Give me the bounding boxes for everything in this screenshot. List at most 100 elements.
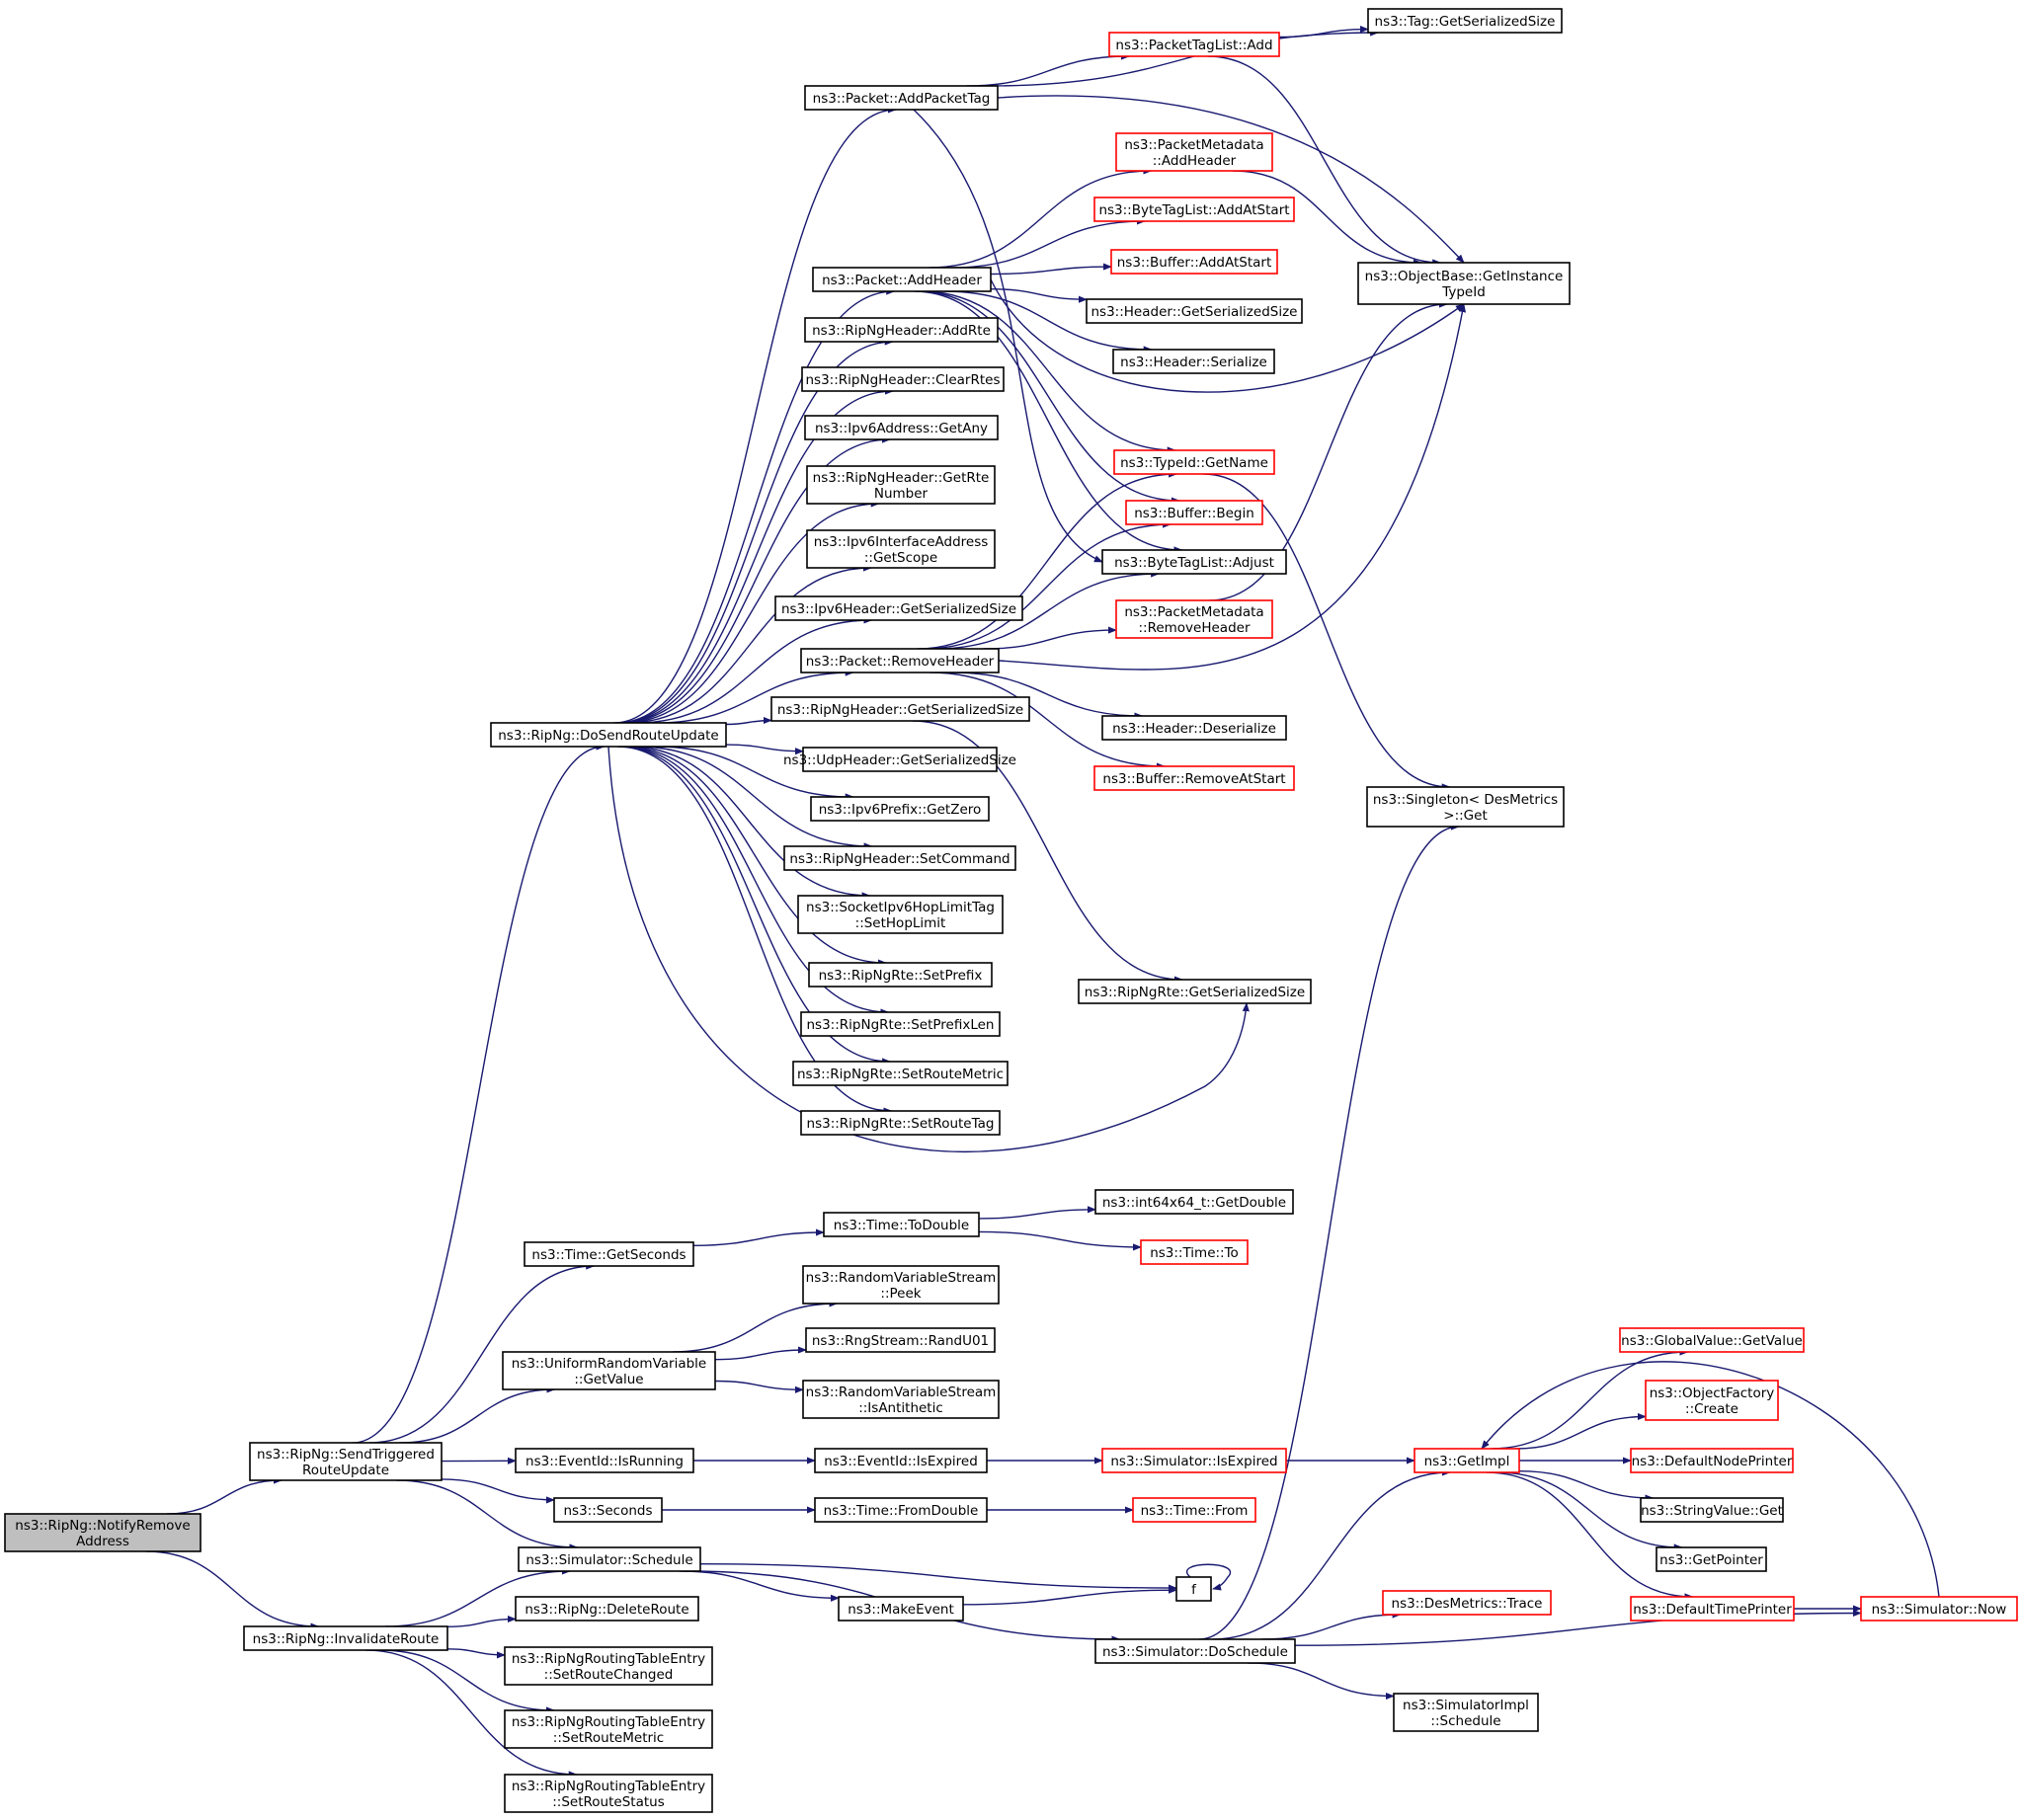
function-node[interactable]: ns3::RandomVariableStream::IsAntithetic — [802, 1380, 1000, 1419]
function-node[interactable]: ns3::ObjectFactory::Create — [1645, 1380, 1779, 1421]
function-node[interactable]: ns3::Seconds — [553, 1497, 663, 1523]
function-node[interactable]: ns3::RipNgRte::SetPrefix — [808, 962, 993, 988]
function-node[interactable]: ns3::DefaultNodePrinter — [1630, 1448, 1794, 1473]
function-node[interactable]: ns3::RipNgHeader::GetSerializedSize — [770, 696, 1030, 722]
function-node[interactable]: ns3::GetImpl — [1414, 1448, 1520, 1473]
call-edge — [943, 290, 1153, 354]
function-node[interactable]: ns3::RngStream::RandU01 — [805, 1327, 996, 1353]
call-edge — [978, 1206, 1096, 1220]
function-node[interactable]: ns3::Header::Serialize — [1112, 349, 1275, 374]
node-box — [1093, 765, 1295, 791]
function-node[interactable]: ns3::TypeId::GetName — [1113, 449, 1275, 475]
function-node[interactable]: ns3::PacketMetadata::RemoveHeader — [1115, 599, 1273, 639]
node-box — [805, 1327, 996, 1353]
function-node[interactable]: ns3::UniformRandomVariable::GetValue — [502, 1351, 716, 1390]
function-node[interactable]: ns3::MakeEvent — [838, 1596, 964, 1622]
node-label: ns3::Ipv6Address::GetAny — [815, 421, 988, 436]
function-node[interactable]: ns3::Time::ToDouble — [823, 1212, 980, 1237]
node-label: ns3::GetImpl — [1424, 1454, 1510, 1469]
function-node[interactable]: ns3::RipNgHeader::AddRte — [804, 317, 999, 343]
function-node[interactable]: ns3::RipNgRte::SetRouteMetric — [792, 1061, 1009, 1086]
function-node[interactable]: ns3::RipNgRte::SetRouteTag — [800, 1110, 1001, 1136]
function-node[interactable]: ns3::DesMetrics::Trace — [1382, 1590, 1552, 1616]
function-node[interactable]: ns3::Header::Deserialize — [1101, 715, 1287, 741]
node-label: ::GetScope — [864, 550, 937, 566]
function-node[interactable]: ns3::RipNgHeader::ClearRtes — [801, 366, 1005, 392]
function-node[interactable]: ns3::RipNgRoutingTableEntry::SetRouteMet… — [504, 1709, 713, 1749]
function-node[interactable]: ns3::UdpHeader::GetSerializedSize — [783, 747, 1016, 772]
node-label: ns3::RipNg::SendTriggered — [257, 1447, 435, 1463]
function-node[interactable]: ns3::StringValue::Get — [1640, 1497, 1784, 1523]
call-edge — [997, 95, 1465, 264]
function-node[interactable]: ns3::RipNg::DoSendRouteUpdate — [490, 722, 727, 748]
function-node[interactable]: ns3::Ipv6Address::GetAny — [804, 415, 999, 440]
function-node[interactable]: ns3::Header::GetSerializedSize — [1086, 298, 1303, 324]
call-edge — [616, 746, 893, 1115]
node-box — [504, 1646, 713, 1686]
node-box — [800, 648, 1000, 673]
function-node[interactable]: ns3::Tag::GetSerializedSize — [1367, 8, 1563, 34]
function-node[interactable]: ns3::ByteTagList::AddAtStart — [1093, 197, 1295, 222]
call-edge — [1209, 300, 1448, 601]
function-node[interactable]: ns3::Time::From — [1132, 1497, 1256, 1523]
function-node[interactable]: ns3::RipNgRte::GetSerializedSize — [1078, 979, 1312, 1004]
function-node[interactable]: ns3::int64x64_t::GetDouble — [1094, 1189, 1294, 1215]
function-node[interactable]: ns3::Simulator::IsExpired — [1101, 1448, 1287, 1473]
function-node[interactable]: ns3::ByteTagList::Adjust — [1101, 549, 1287, 575]
function-node[interactable]: ns3::Buffer::Begin — [1125, 500, 1263, 525]
node-label: ns3::Simulator::DoSchedule — [1102, 1644, 1288, 1660]
function-node[interactable]: ns3::Time::GetSeconds — [524, 1241, 694, 1267]
function-node[interactable]: ns3::SimulatorImpl::Schedule — [1393, 1693, 1539, 1732]
call-edge — [1198, 823, 1460, 1640]
call-edge — [1481, 1361, 1940, 1598]
function-node[interactable]: ns3::Ipv6InterfaceAddress::GetScope — [806, 529, 996, 569]
function-node[interactable]: ns3::Singleton< DesMetrics >::Get — [1366, 786, 1565, 828]
node-box — [1101, 715, 1287, 741]
function-node[interactable]: ns3::RandomVariableStream::Peek — [802, 1265, 1000, 1305]
function-node[interactable]: ns3::Packet::RemoveHeader — [800, 648, 1000, 673]
function-node[interactable]: ns3::RipNgRte::SetPrefixLen — [800, 1011, 1001, 1037]
function-node[interactable]: ns3::Time::FromDouble — [814, 1497, 988, 1523]
function-node[interactable]: ns3::RipNgRoutingTableEntry::SetRouteSta… — [504, 1774, 713, 1813]
call-edge — [446, 1648, 506, 1659]
function-node[interactable]: ns3::Simulator::Now — [1860, 1596, 2018, 1622]
function-node[interactable]: ns3::GlobalValue::GetValue — [1619, 1327, 1805, 1353]
function-node[interactable]: ns3::EventId::IsExpired — [814, 1448, 988, 1473]
function-node[interactable]: ns3::GetPointer — [1656, 1546, 1767, 1572]
node-box — [1115, 599, 1273, 639]
function-node[interactable]: ns3::Simulator::Schedule — [518, 1546, 701, 1572]
function-node[interactable]: ns3::PacketMetadata::AddHeader — [1115, 132, 1273, 172]
node-label: ns3::StringValue::Get — [1641, 1503, 1783, 1519]
node-box — [1112, 349, 1275, 374]
function-node[interactable]: ns3::SocketIpv6HopLimitTag::SetHopLimit — [797, 895, 1004, 934]
function-node[interactable]: ns3::DefaultTimePrinter — [1630, 1596, 1795, 1622]
function-node[interactable]: f — [1175, 1576, 1212, 1602]
function-node[interactable]: ns3::PacketTagList::Add — [1108, 32, 1280, 57]
function-node[interactable]: ns3::RipNg::DeleteRoute — [515, 1596, 699, 1622]
function-node[interactable]: ns3::Packet::AddPacketTag — [804, 85, 999, 111]
function-node[interactable]: ns3::Buffer::AddAtStart — [1110, 249, 1278, 275]
node-box — [524, 1241, 694, 1267]
function-node[interactable]: ns3::EventId::IsRunning — [515, 1448, 694, 1473]
call-edge — [1278, 26, 1369, 39]
function-node[interactable]: ns3::RipNg::InvalidateRoute — [243, 1625, 448, 1651]
function-node[interactable]: ns3::Ipv6Prefix::GetZero — [810, 796, 990, 822]
call-edge — [714, 1380, 804, 1393]
node-box — [1656, 1546, 1767, 1572]
call-edge — [620, 746, 890, 1016]
function-node[interactable]: ns3::RipNgRoutingTableEntry::SetRouteCha… — [504, 1646, 713, 1686]
function-node[interactable]: ns3::Packet::AddHeader — [812, 267, 992, 292]
call-edge — [399, 1385, 556, 1444]
node-label: ns3::EventId::IsRunning — [525, 1454, 684, 1469]
node-box — [1086, 298, 1303, 324]
function-node[interactable]: ns3::Ipv6Header::GetSerializedSize — [774, 595, 1023, 621]
function-node[interactable]: ns3::RipNgHeader::SetCommand — [783, 845, 1016, 871]
function-node[interactable]: ns3::Buffer::RemoveAtStart — [1093, 765, 1295, 791]
function-node[interactable]: ns3::Simulator::DoSchedule — [1094, 1638, 1296, 1664]
function-node[interactable]: ns3::Time::To — [1140, 1239, 1249, 1265]
